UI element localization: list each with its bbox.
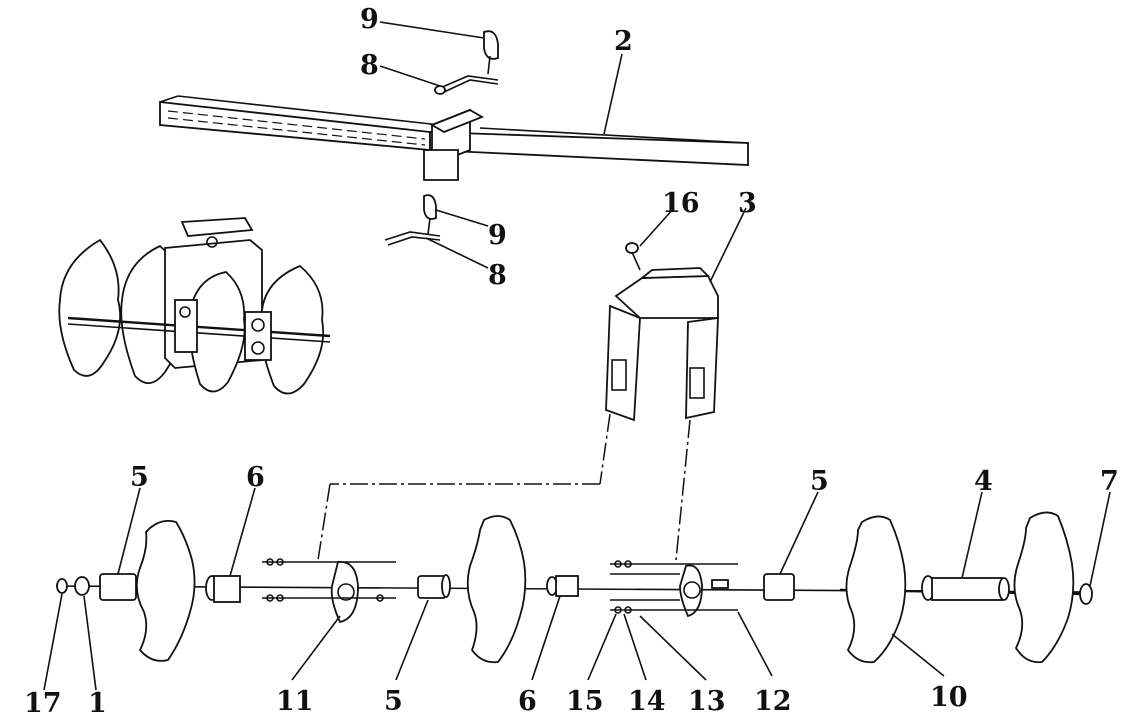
spacer-left [99,573,137,601]
top-clip [483,30,499,75]
mid-u-bolt [384,231,441,246]
frame-beam [159,95,749,181]
label-bracket: 3 [738,188,757,219]
disc-blade-right [845,515,907,664]
label-nut: 1 [88,688,107,719]
label-u-bolt-mid: 8 [488,260,507,291]
assembled-gang-view [58,217,331,395]
label-end-nut: 7 [1100,466,1119,497]
label-spacer-left: 5 [130,462,149,493]
bracket-bolt [625,242,641,271]
label-long-spool: 4 [974,466,993,497]
label-clip-top: 9 [360,4,379,35]
label-part-12: 12 [754,686,792,717]
bearing-housing-left [262,558,396,624]
spool-left [205,575,241,603]
long-spool [921,575,1010,601]
label-part-15: 15 [566,686,604,717]
label-spacer-right: 5 [810,466,829,497]
label-bearing-housing: 11 [276,686,314,717]
label-washer: 17 [24,688,62,719]
spacer-right [763,573,795,601]
mid-clip [423,194,437,235]
label-clip-mid: 9 [488,220,507,251]
bracket-hanger [605,267,719,422]
disc-blade-left [135,519,196,662]
spool-center [546,575,579,597]
label-bracket-bolt: 16 [662,188,700,219]
axle-end-nut [1079,583,1093,605]
disc-blade-far-right [1013,511,1075,664]
label-spool-center: 6 [518,686,537,717]
leader-lines [43,21,1111,691]
label-spool-left: 6 [246,462,265,493]
end-washer [56,578,68,594]
disc-blade-center [466,515,527,664]
label-u-bolt-top: 8 [360,50,379,81]
top-u-bolt [434,75,499,95]
label-spacer-center: 5 [384,686,403,717]
spacer-center [417,574,451,599]
bearing-housing-right [610,560,738,618]
label-part-14: 14 [628,686,666,717]
label-disc-blade: 10 [930,682,968,713]
label-part-13: 13 [688,686,726,717]
end-nut [74,576,90,596]
label-beam: 2 [614,26,633,57]
